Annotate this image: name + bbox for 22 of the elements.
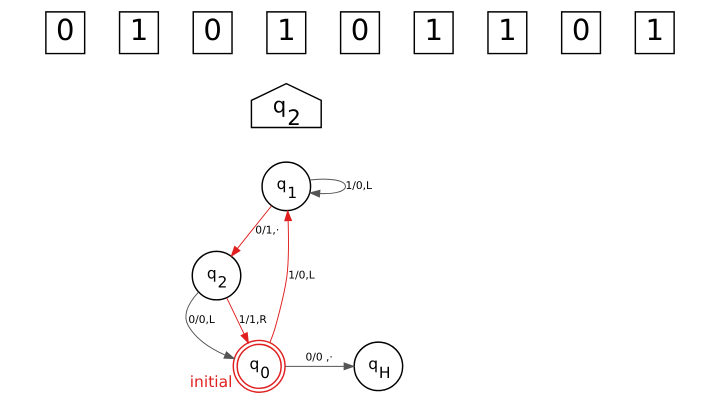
arrow <box>230 205 272 258</box>
node-box: 1 <box>414 11 454 54</box>
edge-label: 1/1,R <box>238 312 267 326</box>
node-label: initial <box>190 373 232 392</box>
node-box: 1 <box>634 11 675 54</box>
edge-label: 1/0,L <box>288 268 315 282</box>
edge-label: 1/0,L <box>345 179 372 192</box>
node-box: 0 <box>45 11 86 54</box>
arrow <box>269 210 292 344</box>
arrow <box>185 292 236 360</box>
arrow <box>308 178 346 198</box>
node-box: 0 <box>560 11 602 54</box>
node-box: 0 <box>192 11 233 54</box>
node-box: 1 <box>266 11 306 54</box>
edge-label: 0/0,L <box>188 312 215 326</box>
arrow <box>226 298 249 344</box>
edge-label: 0/1,· <box>255 224 280 237</box>
edge-label: 0/0 ,· <box>306 350 333 364</box>
node-box: 1 <box>118 11 160 54</box>
node-box: 1 <box>487 11 528 54</box>
arrow <box>284 362 356 370</box>
node-box: 0 <box>340 11 380 54</box>
